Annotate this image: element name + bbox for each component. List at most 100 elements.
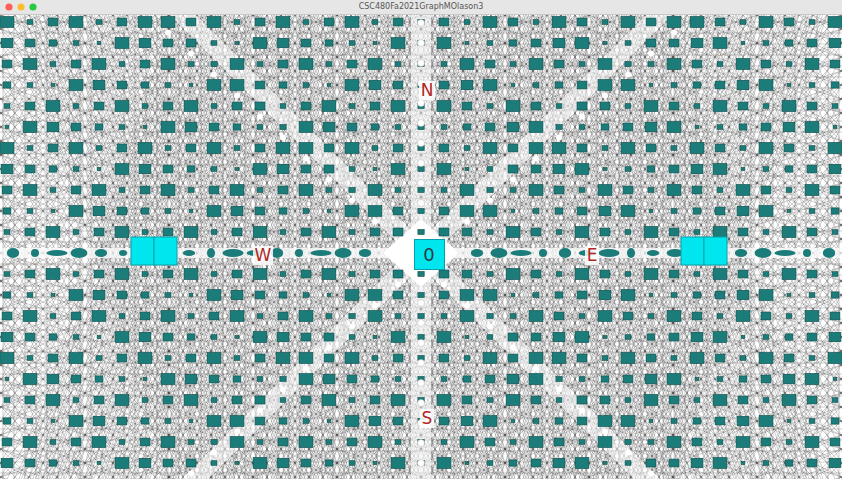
vertex-cube	[324, 165, 334, 173]
vertex-cube	[649, 210, 653, 213]
vertex-cube	[326, 62, 332, 67]
vertex-cube	[189, 294, 193, 297]
vertex-cube	[115, 101, 129, 112]
vertex-cube	[460, 206, 474, 217]
vertex-cube	[805, 59, 819, 70]
vertex-cube	[25, 333, 35, 341]
vertex-cube	[761, 312, 771, 320]
vertex-cube	[598, 80, 612, 91]
vertex-cube	[234, 356, 240, 361]
vertex-cube	[646, 144, 656, 152]
vertex-cube	[553, 458, 565, 467]
vertex-cube	[598, 416, 612, 427]
axis-vertex	[559, 248, 571, 258]
vertex-cube	[323, 374, 335, 383]
axis-vertex	[755, 248, 772, 258]
vertex-cube	[345, 290, 359, 301]
axis-dot	[418, 100, 425, 107]
vertex-cube	[3, 208, 11, 214]
vertex-cube	[96, 146, 102, 151]
vertex-cube	[690, 17, 704, 28]
vertex-cube	[257, 377, 263, 382]
vertex-cube	[463, 376, 471, 382]
vertex-cube	[349, 167, 355, 172]
vertex-cube	[349, 272, 355, 277]
axis-dot	[418, 60, 425, 67]
vertex-cube	[741, 42, 745, 45]
vertex-cube	[207, 206, 221, 217]
axis-vertex	[735, 249, 747, 257]
vertex-cube	[211, 335, 217, 340]
vertex-cube	[370, 228, 380, 236]
vertex-cube	[669, 333, 679, 341]
vertex-cube	[738, 102, 748, 110]
vertex-cube	[809, 419, 815, 424]
band-dot	[349, 198, 355, 204]
vertex-cube	[671, 293, 677, 298]
vertex-cube	[23, 311, 37, 322]
vertex-cube	[393, 354, 403, 362]
vertex-cube	[69, 206, 83, 217]
vertex-cube	[623, 123, 633, 131]
vertex-cube	[299, 311, 313, 322]
vertex-cube	[441, 188, 447, 193]
vertex-cube	[621, 290, 635, 301]
vertex-cube	[690, 143, 704, 154]
vertex-cube	[418, 293, 424, 298]
vertex-cube	[717, 314, 723, 319]
vertex-cube	[163, 228, 173, 236]
vertex-cube	[393, 270, 403, 278]
vertex-cube	[556, 377, 562, 382]
vertex-cube	[437, 395, 451, 406]
vertex-cube	[736, 437, 750, 448]
vertex-cube	[299, 185, 313, 196]
vertex-cube	[277, 164, 289, 173]
vertex-cube	[487, 104, 493, 109]
vertex-cube	[784, 144, 794, 152]
vertex-cube	[189, 84, 193, 87]
vertex-cube	[257, 314, 263, 319]
vertex-cube	[693, 82, 701, 88]
vertex-cube	[1, 332, 13, 341]
vertex-cube	[141, 418, 149, 424]
vertex-cube	[761, 438, 771, 446]
vertex-cube	[97, 168, 101, 171]
vertex-cube	[759, 206, 773, 217]
vertex-cube	[3, 82, 11, 88]
vertex-cube	[533, 209, 539, 214]
vertex-cube	[4, 398, 10, 403]
vertex-cube	[833, 126, 837, 129]
vertex-cube	[391, 164, 405, 175]
vertex-cube	[511, 210, 515, 213]
vertex-cube	[4, 230, 10, 235]
vertex-cube	[830, 60, 840, 68]
vertex-cube	[462, 102, 472, 110]
vertex-cube	[483, 416, 497, 427]
vertex-cube	[299, 122, 313, 133]
band-dot	[487, 324, 493, 330]
vertex-cube	[5, 126, 9, 129]
vertex-cube	[163, 396, 173, 404]
vertex-cube	[807, 102, 817, 110]
vertex-cube	[600, 270, 610, 278]
vertex-cube	[349, 314, 355, 319]
vertex-cube	[437, 164, 451, 175]
vertex-cube	[485, 375, 495, 383]
axis-vertex	[539, 249, 547, 257]
vertex-cube	[715, 144, 725, 152]
vertex-cube	[553, 332, 565, 341]
vertex-cube	[50, 314, 56, 319]
vertex-cube	[349, 41, 355, 46]
vertex-cube	[301, 165, 311, 173]
vertex-cube	[276, 143, 290, 154]
axis-vertex	[119, 250, 127, 256]
vertex-cube	[487, 335, 493, 340]
axis-vertex	[774, 250, 795, 256]
vertex-cube	[119, 125, 125, 130]
vertex-cube	[531, 396, 541, 404]
vertex-cube	[94, 270, 104, 278]
vertex-cube	[600, 102, 610, 110]
vertex-cube	[230, 437, 244, 448]
vertex-cube	[646, 18, 656, 26]
vertex-cube	[439, 270, 449, 278]
